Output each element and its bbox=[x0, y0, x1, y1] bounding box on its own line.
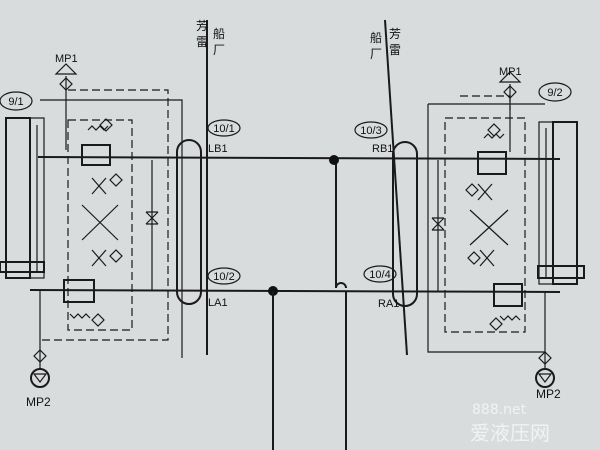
right-mp2-gauge-mark bbox=[537, 373, 553, 383]
ref-9-2-text: 9/2 bbox=[547, 87, 562, 99]
label-RA1: RA1 bbox=[378, 298, 399, 310]
left-ship-label: 芳 雷 bbox=[196, 19, 208, 49]
right-check-valve-b bbox=[487, 123, 501, 137]
right-frame-outline bbox=[427, 103, 545, 353]
left-valve-a-body bbox=[63, 279, 95, 303]
right-pipe-coupling bbox=[392, 141, 418, 307]
left-cylinder-piston bbox=[0, 261, 45, 273]
left-mp1-check bbox=[59, 77, 73, 91]
watermark: 888.net 爱液压网 bbox=[470, 402, 550, 445]
ref-9-1-oval bbox=[0, 91, 33, 111]
right-check-valve-b2 bbox=[465, 183, 479, 197]
left-check-valve-a2 bbox=[109, 249, 123, 263]
left-yard-char2: 厂 bbox=[213, 43, 225, 57]
ref-9-1: 9/1 bbox=[0, 91, 33, 111]
ref-10-3: 10/3 bbox=[354, 121, 388, 139]
ref-9-2: 9/2 bbox=[538, 82, 572, 102]
right-mp2-gauge bbox=[535, 368, 555, 388]
ref-10-4-text: 10/4 bbox=[369, 269, 390, 281]
right-valve-a-body bbox=[493, 283, 523, 307]
ref-10-1-text: 10/1 bbox=[213, 123, 234, 135]
right-mp1-port bbox=[498, 71, 522, 83]
right-cylinder-rod-housing bbox=[538, 121, 554, 285]
left-cylinder-body bbox=[5, 117, 31, 279]
right-yard-label: 船 厂 bbox=[370, 31, 382, 61]
left-valve-a-spring bbox=[69, 313, 91, 319]
right-yard-char1: 船 bbox=[370, 31, 382, 45]
ref-10-3-text: 10/3 bbox=[360, 125, 381, 137]
left-mp2-gauge-mark bbox=[32, 373, 48, 383]
label-LA1: LA1 bbox=[208, 297, 228, 309]
right-cylinder-body bbox=[552, 121, 578, 285]
right-ship-label: 芳 雷 bbox=[389, 27, 401, 57]
right-check-valve-a2 bbox=[467, 251, 481, 265]
ref-10-4-oval bbox=[363, 265, 397, 283]
right-mp2-check bbox=[538, 351, 552, 365]
watermark-line1: 888.net bbox=[472, 402, 527, 418]
right-mp1-check bbox=[503, 85, 517, 99]
ref-10-3-oval bbox=[354, 121, 388, 139]
right-ship-name-char2: 雷 bbox=[389, 43, 401, 57]
left-frame-outline bbox=[40, 99, 183, 358]
left-ship-name-char2: 雷 bbox=[196, 35, 208, 49]
label-MP2-left: MP2 bbox=[26, 395, 51, 409]
left-pilot-dashed-line bbox=[40, 89, 169, 341]
left-check-valve-b2 bbox=[109, 173, 123, 187]
left-valve-block: MP1 MP2 bbox=[0, 53, 183, 409]
junction-dot-b bbox=[329, 155, 339, 165]
right-yard-char2: 厂 bbox=[370, 47, 382, 61]
left-pipe-coupling bbox=[176, 139, 202, 305]
right-check-valve-a bbox=[489, 317, 503, 331]
right-cross-lines bbox=[469, 209, 509, 246]
ref-10-2-oval bbox=[207, 267, 241, 285]
left-check-valve-b bbox=[99, 118, 113, 132]
left-yard-label: 船 厂 bbox=[213, 27, 225, 57]
right-valve-block: MP1 MP2 bbox=[427, 66, 585, 401]
label-LB1: LB1 bbox=[208, 143, 228, 155]
label-RB1: RB1 bbox=[372, 143, 393, 155]
crossover-hop bbox=[335, 282, 347, 289]
left-valve-dashed-box bbox=[67, 119, 133, 331]
left-ship-name-char1: 芳 bbox=[196, 19, 208, 33]
label-MP2-right: MP2 bbox=[536, 387, 561, 401]
ref-10-1: 10/1 bbox=[207, 119, 241, 137]
left-mp1-port bbox=[54, 63, 78, 75]
ref-9-1-text: 9/1 bbox=[8, 96, 23, 108]
right-throttle-a bbox=[479, 249, 495, 267]
right-valve-b-body bbox=[477, 151, 507, 175]
watermark-line2: 爱液压网 bbox=[470, 421, 550, 445]
ref-10-2-text: 10/2 bbox=[213, 271, 234, 283]
left-mp2-gauge bbox=[30, 368, 50, 388]
right-pilot-dashed-line bbox=[460, 95, 511, 110]
left-cross-lines bbox=[81, 204, 119, 241]
left-throttle-a bbox=[91, 249, 107, 267]
label-MP1-right: MP1 bbox=[499, 66, 522, 78]
right-valve-a-spring bbox=[499, 315, 521, 321]
ref-10-2: 10/2 bbox=[207, 267, 241, 285]
ref-10-4: 10/4 bbox=[363, 265, 397, 283]
left-check-valve-a bbox=[91, 313, 105, 327]
ref-10-1-oval bbox=[207, 119, 241, 137]
label-MP1-left: MP1 bbox=[55, 53, 78, 65]
left-valve-b-body bbox=[81, 144, 111, 166]
left-throttle-b bbox=[91, 177, 107, 195]
left-cylinder-rod-housing bbox=[29, 117, 45, 279]
right-valve-dashed-box bbox=[444, 117, 526, 333]
right-yard-boundary-line bbox=[384, 19, 408, 356]
right-throttle-b bbox=[477, 183, 493, 201]
ref-9-2-oval bbox=[538, 82, 572, 102]
right-cylinder-piston bbox=[537, 265, 585, 279]
pipe-b-line bbox=[37, 156, 561, 160]
right-ship-name-char1: 芳 bbox=[389, 27, 401, 41]
left-mp2-check bbox=[33, 349, 47, 363]
left-yard-char1: 船 bbox=[213, 27, 225, 41]
pipe-a-line bbox=[29, 289, 561, 293]
